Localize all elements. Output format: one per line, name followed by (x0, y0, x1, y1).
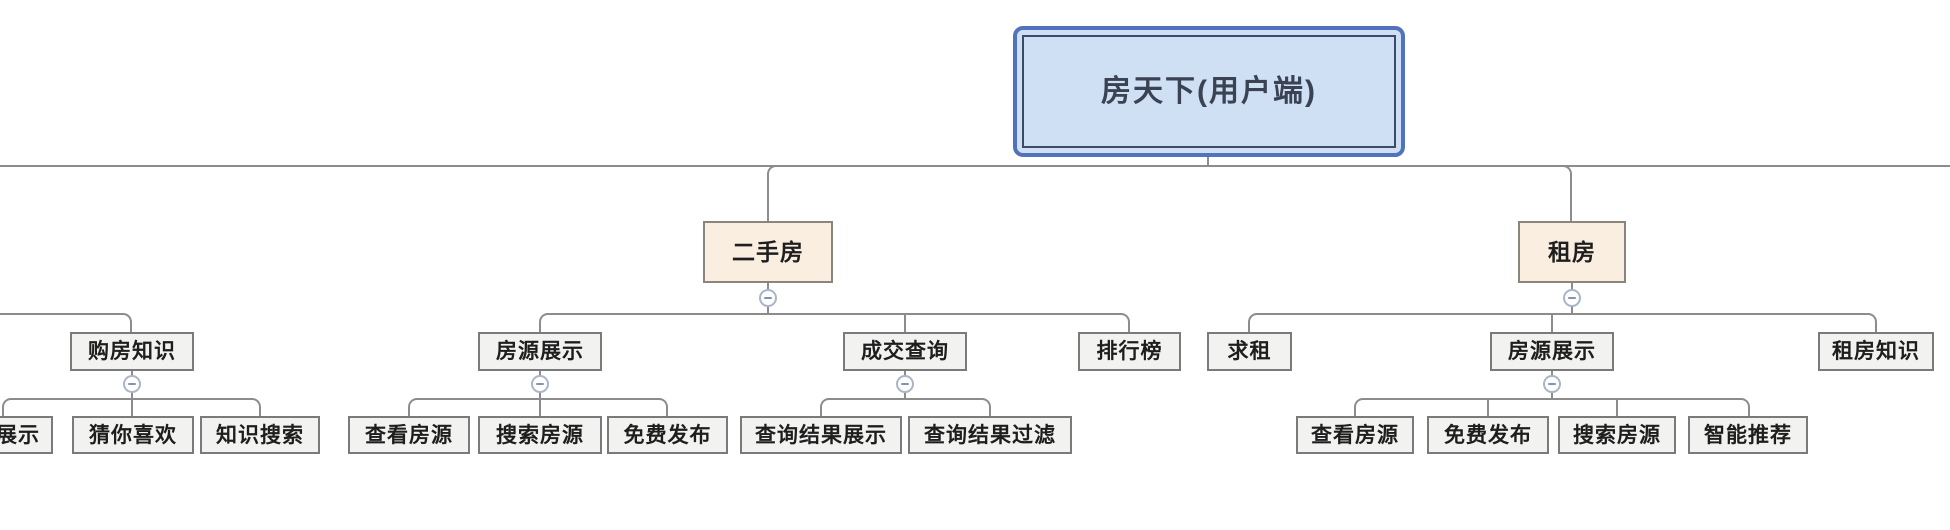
node-renting[interactable]: 租房 (1518, 221, 1626, 283)
node-rent-knowledge[interactable]: 租房知识 (1818, 332, 1934, 371)
minus-icon (764, 297, 772, 299)
node-query-result-display[interactable]: 查询结果展示 (740, 416, 902, 454)
drop-search-listings-rent (1616, 398, 1618, 416)
drop-deal-query (904, 313, 906, 332)
drop-guess-you-like (131, 398, 133, 416)
node-search-listings-rent[interactable]: 搜索房源 (1558, 416, 1676, 454)
minus-icon (536, 383, 544, 385)
minus-icon (901, 383, 909, 385)
node-ranking-list[interactable]: 排行榜 (1078, 332, 1181, 371)
node-view-listings-secondhand[interactable]: 查看房源 (348, 416, 470, 454)
riser-renting (1570, 173, 1572, 221)
bracket-secondhand-children (539, 313, 1130, 332)
node-guess-you-like[interactable]: 猜你喜欢 (72, 416, 194, 454)
listing-display-secondhand-collapse-button[interactable] (531, 375, 549, 393)
node-buy-house-knowledge[interactable]: 购房知识 (70, 332, 194, 371)
bracket-listing-rent-children (1354, 398, 1750, 416)
minus-icon (1548, 383, 1556, 385)
listing-display-rent-collapse-button[interactable] (1543, 375, 1561, 393)
node-query-result-filter[interactable]: 查询结果过滤 (908, 416, 1072, 454)
bracket-listing-secondhand-children (408, 398, 668, 416)
buy-house-knowledge-collapse-button[interactable] (123, 375, 141, 393)
node-secondhand-house[interactable]: 二手房 (703, 221, 833, 283)
level1-sibling-line (0, 165, 1950, 167)
bracket-deal-query-children (820, 398, 991, 416)
renting-collapse-button[interactable] (1563, 289, 1581, 307)
node-deal-query[interactable]: 成交查询 (843, 332, 967, 371)
node-listing-display-rent[interactable]: 房源展示 (1490, 332, 1614, 371)
offscreen-parent-elbow (0, 313, 132, 333)
bracket-renting-children (1248, 313, 1877, 332)
riser-secondhand (767, 173, 769, 221)
drop-free-publish-rent (1487, 398, 1489, 416)
node-display-truncated[interactable]: 展示 (0, 416, 53, 454)
node-free-publish-secondhand[interactable]: 免费发布 (607, 416, 728, 454)
riser-arc-secondhand (767, 165, 776, 174)
minus-icon (128, 383, 136, 385)
node-listing-display-secondhand[interactable]: 房源展示 (478, 332, 602, 371)
node-view-listings-rent[interactable]: 查看房源 (1296, 416, 1414, 454)
node-knowledge-search[interactable]: 知识搜索 (200, 416, 320, 454)
drop-listing-rent (1551, 313, 1553, 332)
root-stub (1207, 155, 1209, 166)
root-node[interactable]: 房天下(用户端) (1013, 26, 1405, 157)
node-seek-rent[interactable]: 求租 (1207, 332, 1292, 371)
secondhand-house-collapse-button[interactable] (759, 289, 777, 307)
riser-arc-renting (1563, 165, 1572, 174)
minus-icon (1568, 297, 1576, 299)
node-smart-recommend[interactable]: 智能推荐 (1688, 416, 1808, 454)
node-search-listings-secondhand[interactable]: 搜索房源 (478, 416, 602, 454)
drop-search-listings (539, 398, 541, 416)
root-node-label: 房天下(用户端) (1022, 35, 1396, 148)
deal-query-collapse-button[interactable] (896, 375, 914, 393)
node-free-publish-rent[interactable]: 免费发布 (1427, 416, 1549, 454)
